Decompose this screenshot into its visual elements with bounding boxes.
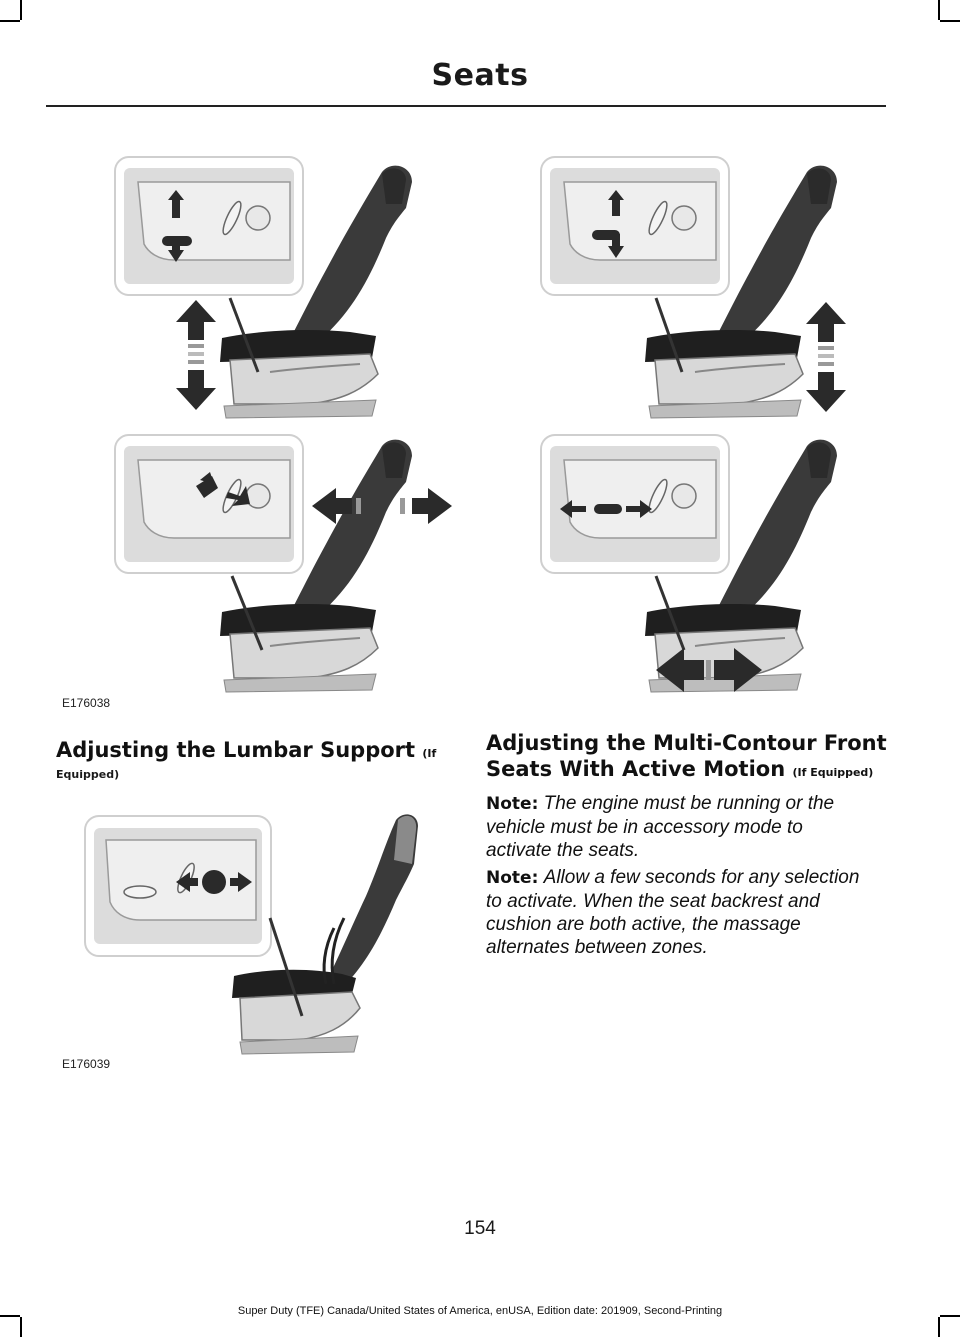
lumbar-heading: Adjusting the Lumbar Support (If <box>56 737 456 767</box>
note-selection-delay: Note: Allow a few seconds for any select… <box>486 866 896 959</box>
crop-mark <box>0 20 20 22</box>
crop-mark <box>938 1317 940 1337</box>
note-label: Note: <box>486 868 539 888</box>
seat-adjustment-illustration <box>114 156 846 693</box>
crop-mark <box>940 1315 960 1317</box>
page-footer: Super Duty (TFE) Canada/United States of… <box>237 1305 723 1317</box>
multicontour-qualifier: (If Equipped) <box>792 766 874 779</box>
lumbar-support-illustration <box>84 814 418 1055</box>
crop-mark <box>938 0 940 20</box>
lumbar-heading-text: Adjusting the Lumbar Support <box>56 738 416 762</box>
lumbar-qualifier: (If <box>422 747 437 760</box>
crop-mark <box>0 1315 20 1317</box>
header-divider <box>46 105 886 107</box>
note-text: The engine must be running or the <box>543 793 835 814</box>
figure-code: E176039 <box>62 1057 111 1071</box>
note-text: to activate. When the seat backrest and <box>486 891 820 912</box>
note-text: Allow a few seconds for any selection <box>543 867 860 888</box>
crop-mark <box>940 20 960 22</box>
note-text: cushion are both active, the massage <box>486 914 801 935</box>
multicontour-heading-line2: Seats With Active Motion <box>486 757 786 781</box>
page-title: Seats <box>431 58 529 93</box>
page-number: 154 <box>464 1218 496 1239</box>
figure-code: E176038 <box>62 696 111 710</box>
note-text: activate the seats. <box>486 840 640 861</box>
crop-mark <box>20 0 22 20</box>
lumbar-qualifier-line2: Equipped) <box>56 768 120 781</box>
note-text: alternates between zones. <box>486 937 708 958</box>
note-engine-running: Note: The engine must be running or the … <box>486 792 896 862</box>
multicontour-heading: Adjusting the Multi-Contour Front Seats … <box>486 730 896 786</box>
note-label: Note: <box>486 794 539 814</box>
note-text: vehicle must be in accessory mode to <box>486 817 803 838</box>
crop-mark <box>20 1317 22 1337</box>
multicontour-heading-line1: Adjusting the Multi-Contour Front <box>486 731 887 755</box>
